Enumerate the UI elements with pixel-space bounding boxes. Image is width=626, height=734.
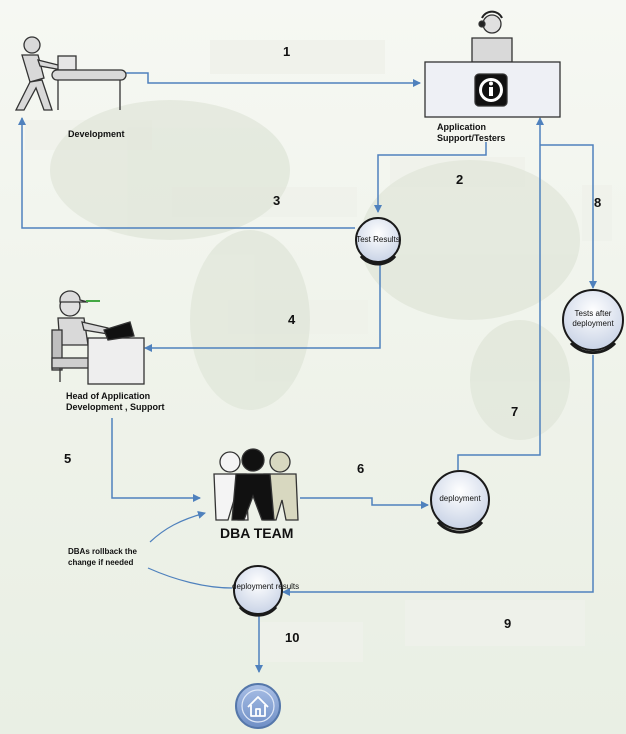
node-test-results (355, 217, 401, 266)
step-number: 5 (64, 451, 72, 466)
bg-panel (582, 185, 612, 241)
arrow-step-1 (125, 72, 421, 87)
arrow-step-7 (457, 117, 544, 470)
world-map-background (50, 100, 580, 440)
label-app-support: Application Support/Testers (437, 122, 506, 143)
rollback-arrow (149, 511, 206, 543)
step-number: 7 (511, 404, 519, 419)
desk-worker-icon (51, 290, 145, 385)
node-label-tests-after: Tests after deployment (572, 309, 614, 328)
step-number: 6 (357, 461, 365, 476)
bg-panel (258, 622, 363, 662)
node-label-deployment-results: deployment results (232, 582, 300, 591)
label-dba-team: DBA TEAM (220, 525, 294, 541)
node-deployment-results (233, 565, 283, 617)
helpdesk-info-icon (424, 10, 561, 118)
step-number: 1 (283, 44, 291, 59)
rollback-connector (147, 567, 233, 589)
arrow-step-6 (300, 497, 429, 509)
label-head-of-dev: Head of Application Development , Suppor… (66, 391, 165, 412)
label-development: Development (68, 129, 125, 139)
arrow-step-8 (540, 144, 597, 289)
team-people-icon (213, 448, 299, 521)
bg-panel (210, 40, 385, 74)
bg-panel (405, 600, 585, 646)
worker-conveyor-icon (14, 36, 127, 111)
node-deployment (430, 470, 490, 534)
arrow-step-5 (111, 418, 201, 502)
home-icon (235, 683, 281, 729)
node-label-test-results: Test Results (356, 235, 400, 244)
node-tests-after-deployment (562, 289, 624, 355)
arrow-step-9 (282, 355, 594, 596)
arrow-step-4 (144, 263, 381, 352)
step-number: 3 (273, 193, 281, 208)
step-number: 10 (285, 630, 300, 645)
step-number: 9 (504, 616, 512, 631)
step-number: 8 (594, 195, 602, 210)
arrow-step-3 (18, 117, 355, 229)
note-rollback: DBAs rollback the change if needed (68, 547, 137, 567)
step-number: 2 (456, 172, 464, 187)
arrow-step-2 (374, 142, 487, 213)
node-label-deployment: deployment (439, 494, 481, 503)
step-number: 4 (288, 312, 296, 327)
